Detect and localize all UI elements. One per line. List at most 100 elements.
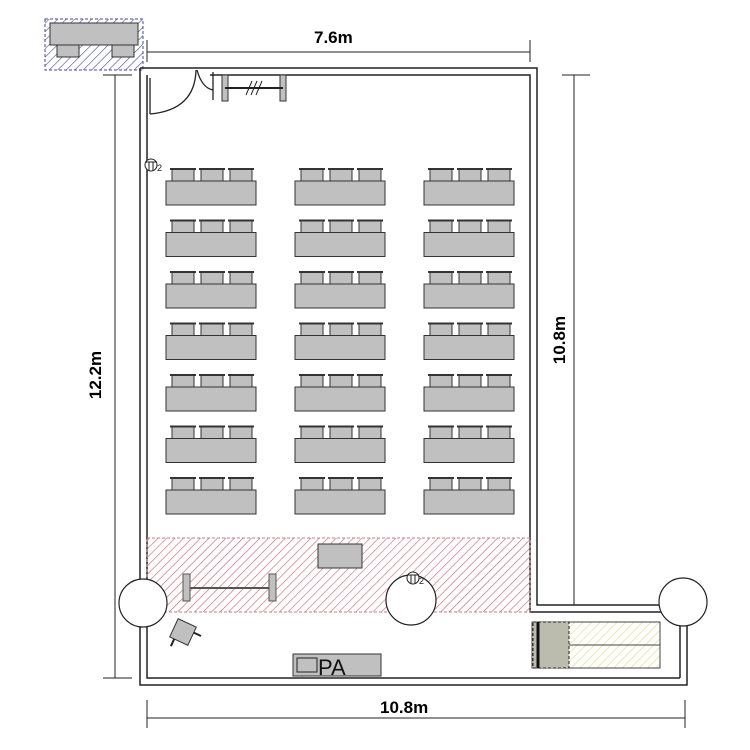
chair — [487, 220, 511, 233]
table-group — [294, 477, 386, 515]
table-group — [294, 168, 386, 206]
chair — [200, 477, 224, 491]
chair — [171, 323, 195, 336]
chair — [429, 477, 453, 491]
table — [165, 232, 257, 257]
chair — [358, 374, 382, 388]
pa-system: PA — [292, 653, 382, 680]
table — [423, 386, 515, 412]
table-group — [165, 168, 257, 206]
table-group — [423, 477, 515, 515]
chair — [429, 168, 453, 182]
chair — [229, 323, 253, 336]
chair — [200, 168, 224, 182]
entrance-door — [149, 69, 214, 115]
table — [165, 335, 257, 360]
chair — [229, 374, 253, 388]
chair — [487, 477, 511, 491]
pillars — [118, 574, 708, 628]
chair — [329, 271, 353, 285]
chair — [458, 374, 482, 388]
chair — [358, 477, 382, 491]
svg-text:PA: PA — [318, 655, 346, 680]
chair — [171, 374, 195, 388]
chair — [229, 426, 253, 439]
outlet-icon: 2 — [406, 571, 424, 586]
chair — [458, 220, 482, 233]
chair — [429, 220, 453, 233]
table — [165, 180, 257, 206]
chair — [358, 220, 382, 233]
table-group — [294, 322, 386, 360]
table-group — [294, 425, 386, 463]
table — [423, 438, 515, 463]
chair — [229, 220, 253, 233]
table — [165, 489, 257, 515]
chair — [171, 477, 195, 491]
stage-area — [146, 537, 531, 613]
chair — [487, 374, 511, 388]
chair — [487, 168, 511, 182]
chair — [458, 323, 482, 336]
table-group — [423, 271, 515, 309]
chair — [329, 374, 353, 388]
chair — [429, 374, 453, 388]
chair — [200, 374, 224, 388]
table-group — [294, 374, 386, 412]
chair — [229, 477, 253, 491]
storage-closet — [531, 621, 661, 669]
table — [423, 180, 515, 206]
chair — [487, 323, 511, 336]
table — [294, 489, 386, 515]
chair — [300, 168, 324, 182]
svg-text:2: 2 — [157, 163, 162, 173]
chair — [300, 220, 324, 233]
lectern — [317, 543, 363, 569]
projector-icon — [169, 618, 202, 647]
table — [423, 335, 515, 360]
chair — [229, 168, 253, 182]
table-group — [165, 219, 257, 257]
chair — [329, 168, 353, 182]
table-group — [165, 374, 257, 412]
table — [294, 232, 386, 257]
table-group — [165, 322, 257, 360]
chair — [200, 220, 224, 233]
chair — [358, 168, 382, 182]
table — [165, 386, 257, 412]
chair — [200, 426, 224, 439]
table-group — [423, 219, 515, 257]
table — [294, 335, 386, 360]
chair — [358, 323, 382, 336]
table-group — [423, 374, 515, 412]
chair — [458, 168, 482, 182]
table — [423, 489, 515, 515]
table — [423, 283, 515, 309]
seating-tables — [165, 168, 515, 515]
table-group — [423, 322, 515, 360]
chair — [200, 323, 224, 336]
chair — [329, 323, 353, 336]
table-group — [165, 271, 257, 309]
dimension-left: 12.2m — [86, 350, 106, 400]
chair — [429, 323, 453, 336]
chair — [300, 426, 324, 439]
chair — [300, 477, 324, 491]
storage-area — [44, 18, 144, 71]
dimension-right: 10.8m — [550, 315, 570, 365]
table-group — [165, 425, 257, 463]
chair — [229, 271, 253, 285]
chair — [171, 168, 195, 182]
chair — [358, 426, 382, 439]
dimension-lines — [103, 40, 686, 728]
chair — [358, 271, 382, 285]
table — [294, 438, 386, 463]
chair — [429, 426, 453, 439]
chair — [487, 271, 511, 285]
outlet-icon: 2 — [144, 158, 162, 173]
chair — [458, 426, 482, 439]
chair — [200, 271, 224, 285]
table — [165, 283, 257, 309]
